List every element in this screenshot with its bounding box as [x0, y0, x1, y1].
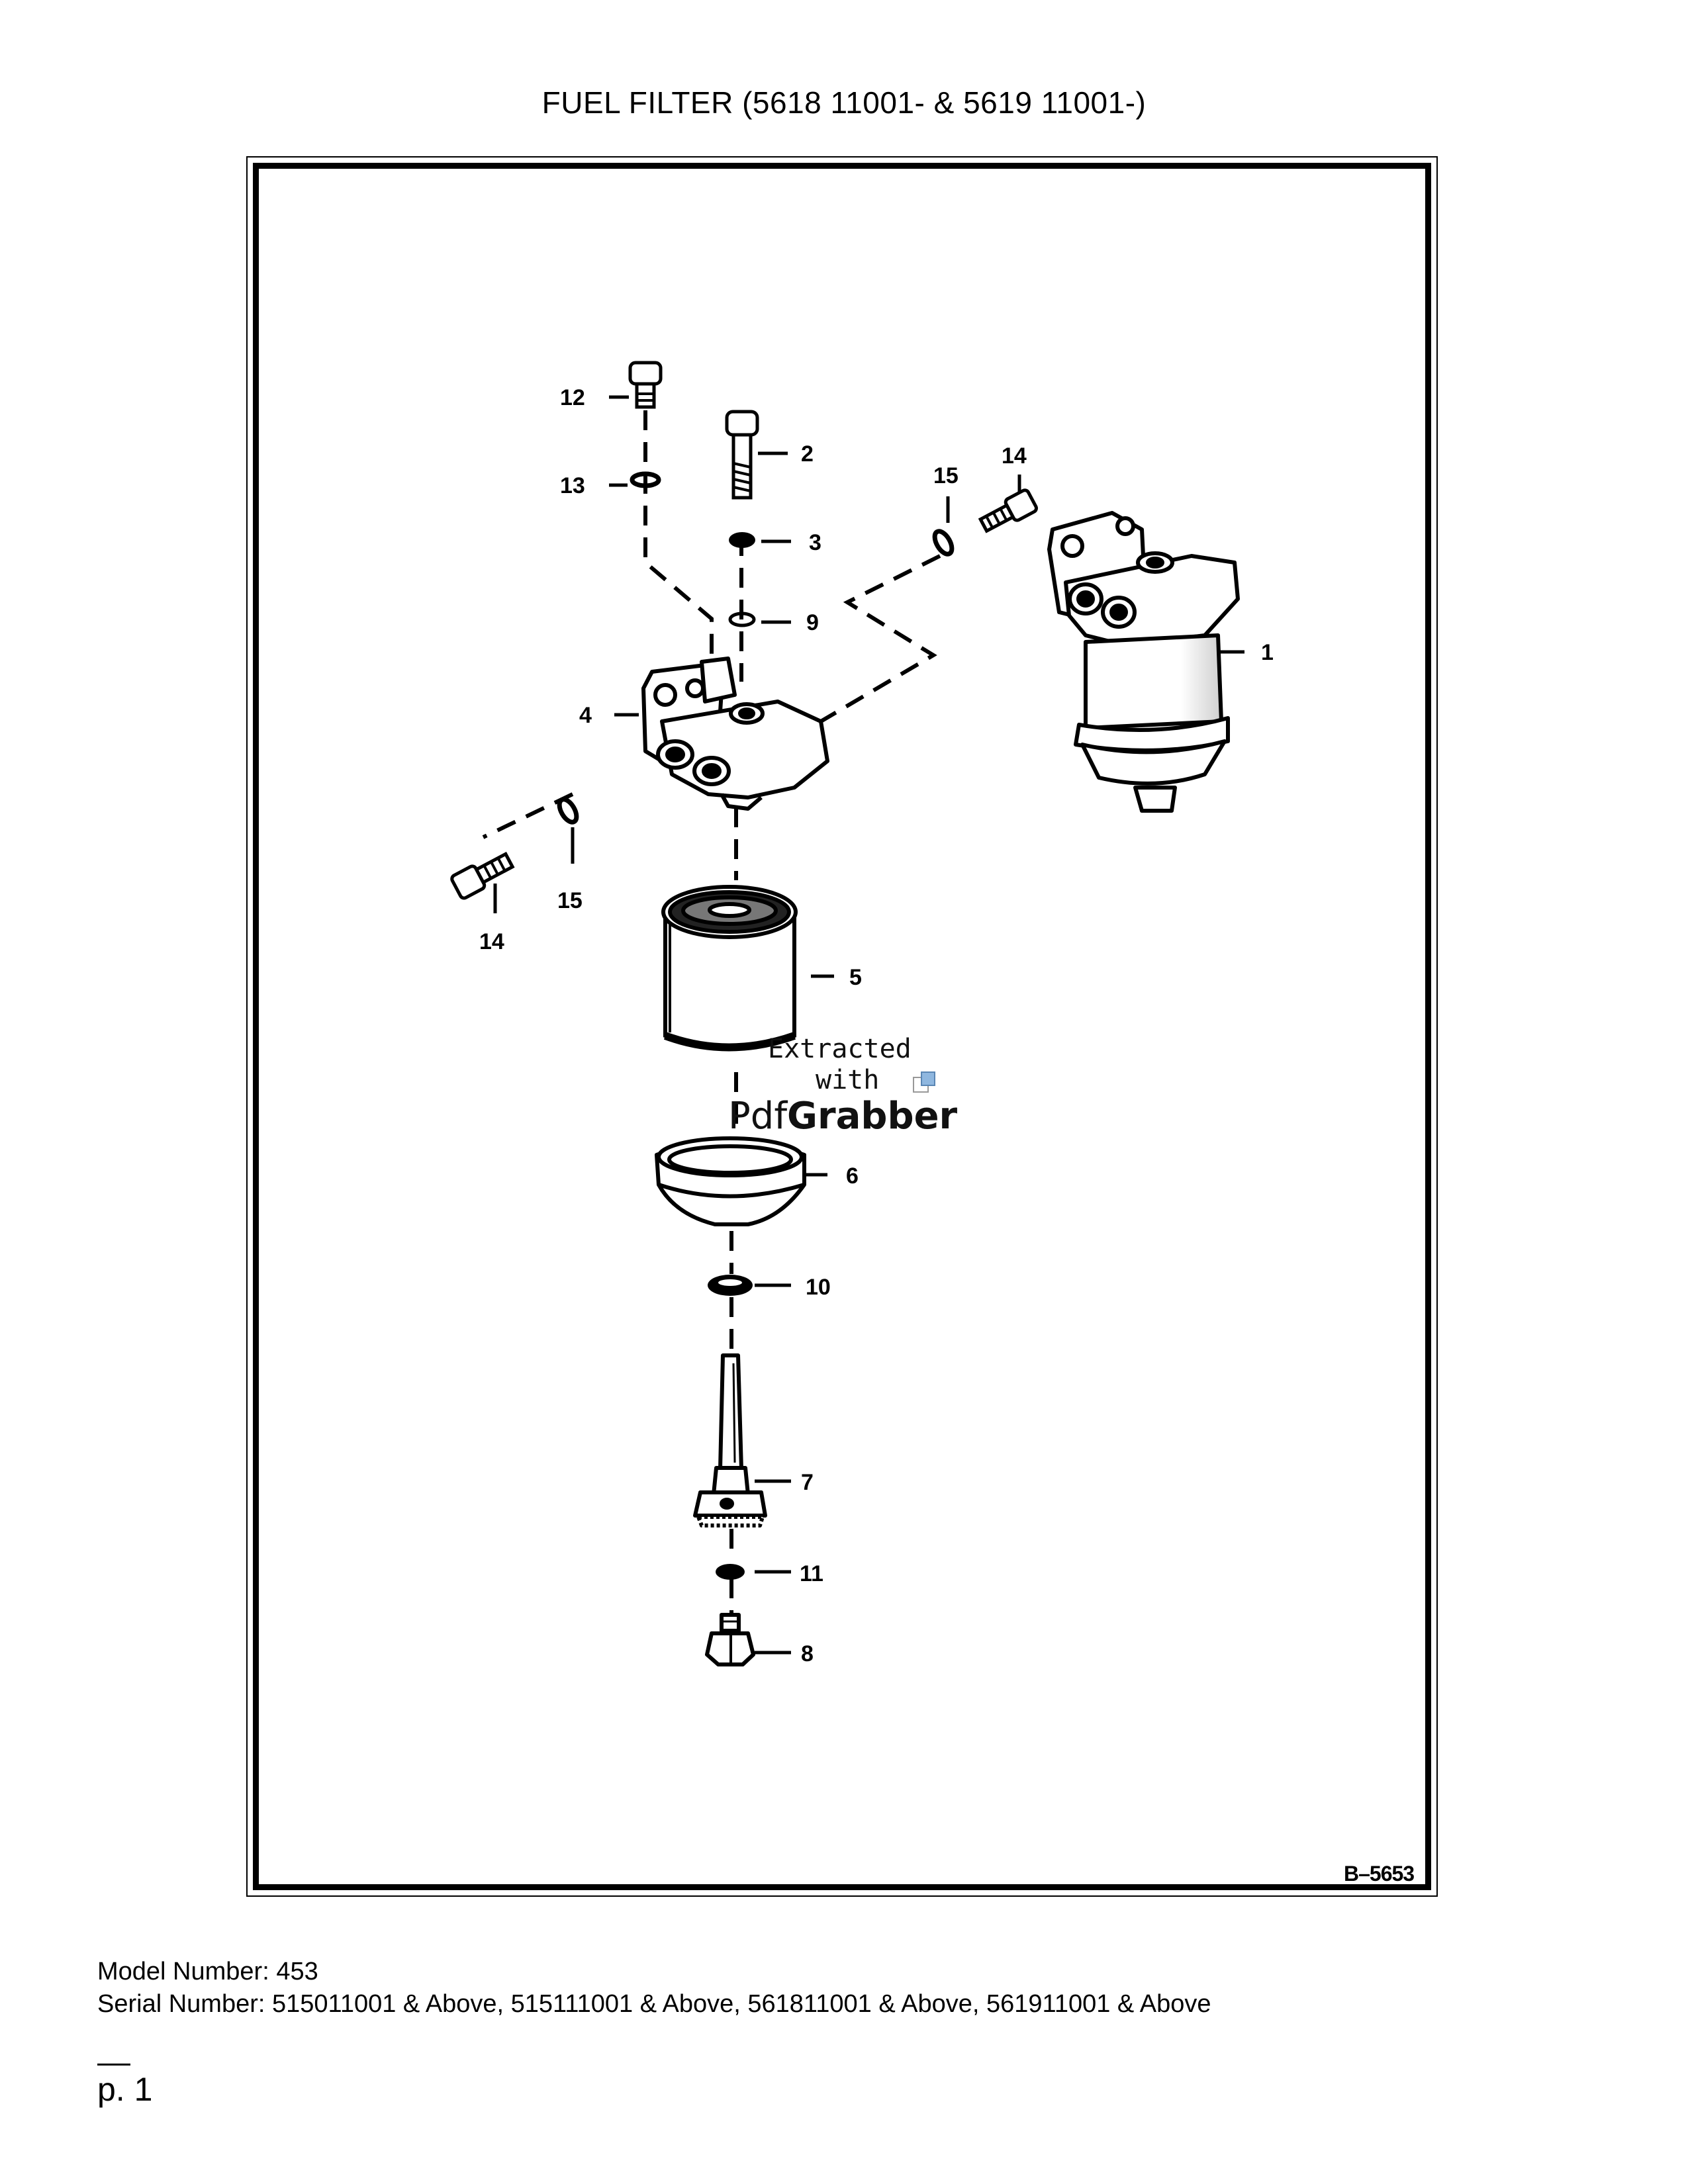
page-title: FUEL FILTER (5618 11001- & 5619 11001-) — [541, 85, 1147, 120]
part-15-oring-top — [932, 529, 955, 557]
part-6-bowl — [655, 1136, 806, 1226]
dash-line-15-to-head — [820, 554, 941, 723]
part-5-filter-element — [661, 885, 798, 1052]
part-10-oring — [708, 1275, 753, 1296]
part-3-washer — [729, 532, 755, 548]
part-7-drain-stem — [693, 1353, 767, 1527]
callout-12: 12 — [560, 385, 585, 410]
watermark-line-1: Extracted — [768, 1034, 912, 1064]
watermark-line-2: with — [816, 1065, 879, 1095]
part-14-bolt-top — [978, 488, 1038, 533]
part-12-bolt — [628, 361, 663, 409]
callout-3: 3 — [809, 530, 821, 555]
figure-reference: B–5653 — [1344, 1862, 1414, 1886]
diagram-frame-outer — [246, 156, 1438, 1897]
page-number-rule — [97, 2064, 130, 2066]
callout-5: 5 — [849, 965, 862, 990]
model-number: Model Number: 453 — [97, 1958, 318, 1985]
callout-11: 11 — [800, 1561, 823, 1586]
callout-1: 1 — [1261, 640, 1274, 665]
callout-14-top: 14 — [1002, 443, 1027, 469]
diagram-frame — [253, 163, 1431, 1890]
part-15-oring-bottom — [557, 797, 579, 825]
callout-14-bottom: 14 — [479, 929, 504, 954]
part-8-drain-plug — [705, 1613, 755, 1666]
leader-lines — [493, 395, 1244, 1655]
part-14-bolt-bottom — [450, 851, 515, 900]
callout-8: 8 — [801, 1641, 814, 1666]
callout-2: 2 — [801, 441, 814, 467]
part-2-bolt — [725, 410, 759, 500]
callout-7: 7 — [801, 1470, 814, 1495]
dash-line-12-13-to-head — [643, 410, 714, 668]
serial-number: Serial Number: 515011001 & Above, 515111… — [97, 1990, 1211, 2018]
callout-6: 6 — [846, 1163, 859, 1189]
part-1-filter-assembly — [1047, 511, 1240, 813]
part-4-filter-head — [641, 657, 829, 811]
page-number: p. 1 — [97, 2071, 153, 2108]
part-11-washer — [716, 1564, 745, 1580]
callout-15-top: 15 — [933, 463, 959, 488]
callout-9: 9 — [806, 610, 819, 635]
part-9-oring — [728, 612, 756, 627]
callout-10: 10 — [806, 1275, 831, 1300]
assembly-dash-lines — [482, 410, 941, 1615]
callout-13: 13 — [560, 473, 585, 498]
watermark-brand: PdfGrabber — [728, 1095, 958, 1138]
pdfgrabber-watermark: Extracted with PdfGrabber — [728, 1034, 958, 1138]
callout-4: 4 — [579, 703, 592, 728]
callout-15-bottom: 15 — [557, 888, 583, 913]
callout-labels: 12 13 2 3 9 4 14 15 1 15 14 5 6 10 7 11 … — [479, 385, 1274, 1666]
part-13-washer — [630, 471, 661, 488]
